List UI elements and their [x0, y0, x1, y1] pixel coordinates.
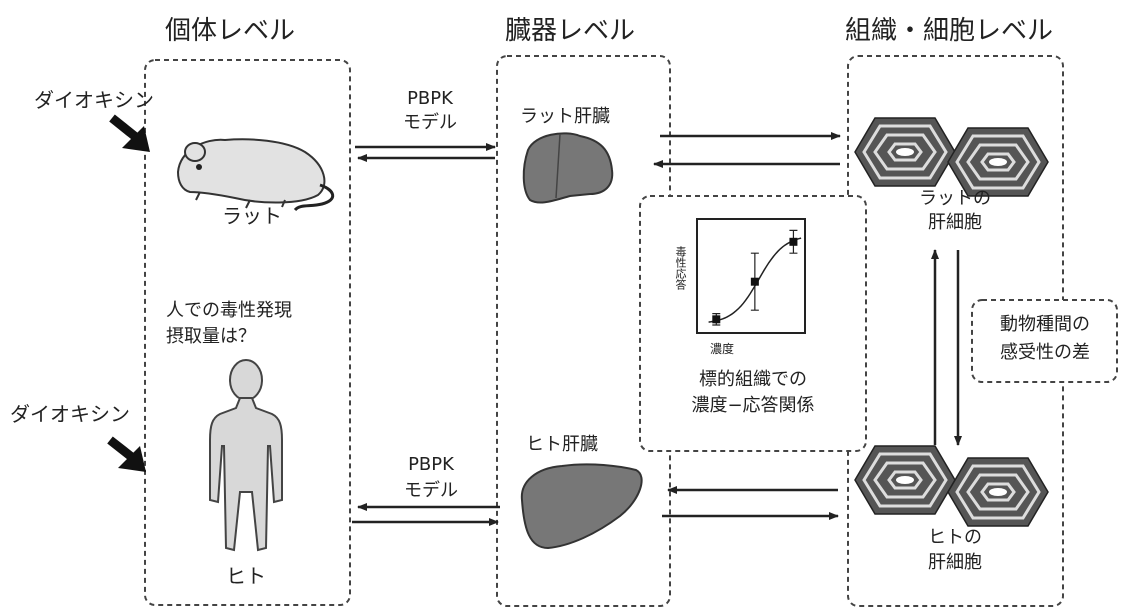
- dioxin-arrow-bottom: [107, 436, 146, 472]
- rat-hepatocyte-icon: [853, 116, 1050, 198]
- human-label: ヒト: [226, 564, 266, 588]
- human-cell-label-1: ヒトの: [928, 527, 982, 548]
- rat-liver-label: ラット肝臓: [520, 106, 610, 127]
- dioxin-arrow-top: [109, 114, 150, 152]
- individual-level-box: [144, 59, 351, 606]
- dioxin-label-bottom: ダイオキシン: [10, 402, 130, 426]
- human-icon: [209, 359, 283, 552]
- pbpk-label-bottom-1: PBPK: [408, 454, 454, 475]
- center-caption-1: 標的組織での: [699, 369, 807, 390]
- header-individual-level: 個体レベル: [165, 16, 296, 46]
- human-liver-icon: [520, 463, 643, 550]
- species-diff-label-2: 感受性の差: [1000, 342, 1090, 363]
- chart-data-point-2: [750, 277, 759, 286]
- rat-cell-label-2: 肝細胞: [928, 212, 982, 233]
- question-line-2: 摂取量は？: [166, 326, 256, 347]
- header-organ-level: 臓器レベル: [505, 16, 636, 46]
- human-cell-label-2: 肝細胞: [928, 552, 982, 573]
- chart-data-point-1: [712, 315, 721, 324]
- rat-icon: [176, 138, 335, 212]
- chart-x-label: 濃度: [710, 342, 735, 356]
- pbpk-label-top-1: PBPK: [407, 88, 453, 109]
- concentration-response-chart: [696, 218, 806, 334]
- chart-data-point-3: [789, 237, 798, 246]
- center-caption-2: 濃度−応答関係: [691, 395, 815, 416]
- header-tissue-cell-level: 組織・細胞レベル: [845, 16, 1054, 46]
- rat-liver-icon: [522, 132, 614, 204]
- rat-cell-label-1: ラットの: [919, 188, 991, 209]
- pbpk-label-top-2: モデル: [403, 112, 457, 133]
- chart-y-label: 毒性応答: [674, 246, 687, 290]
- human-hepatocyte-icon: [853, 444, 1050, 528]
- dioxin-label-top: ダイオキシン: [34, 88, 154, 112]
- human-liver-label: ヒト肝臓: [526, 434, 598, 455]
- pbpk-label-bottom-2: モデル: [404, 480, 458, 501]
- question-line-1: 人での毒性発現: [166, 300, 292, 321]
- species-difference-box: [971, 299, 1118, 383]
- species-diff-label-1: 動物種間の: [1000, 314, 1090, 335]
- rat-label: ラット: [222, 204, 282, 228]
